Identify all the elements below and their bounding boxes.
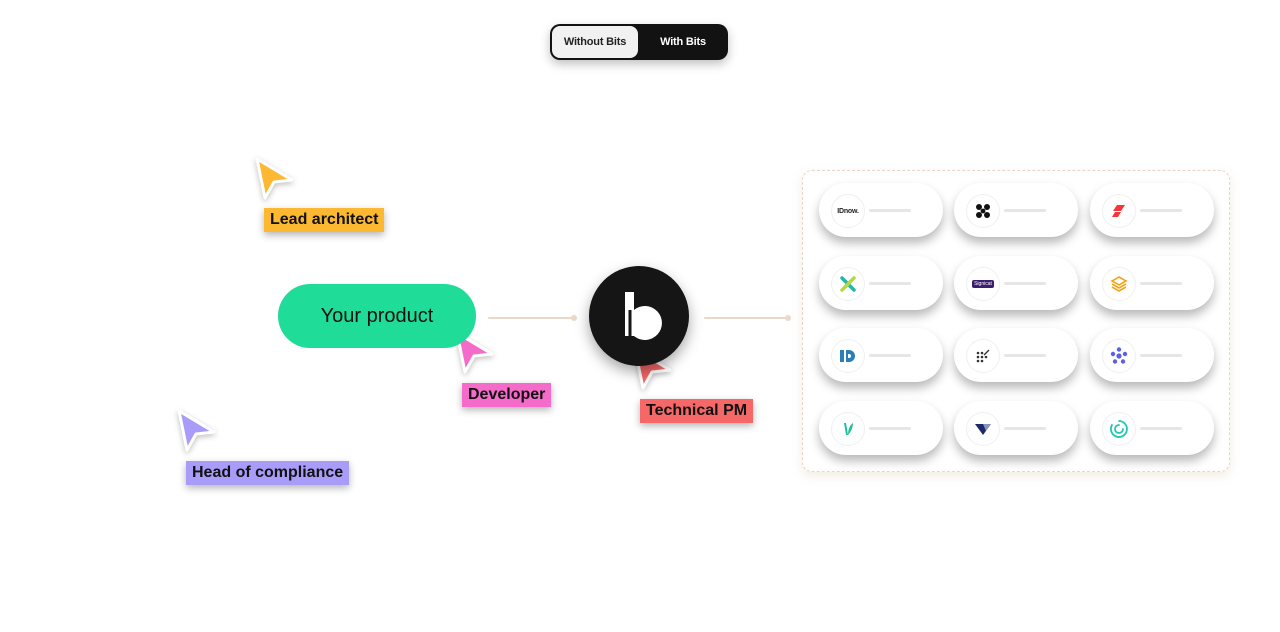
provider-tile[interactable]: [1090, 183, 1214, 237]
leaf-logo-icon: [831, 412, 865, 446]
placeholder-line: [869, 209, 911, 212]
bits-logo-icon: [625, 292, 662, 340]
provider-tile[interactable]: [819, 328, 943, 382]
placeholder-line: [869, 354, 911, 357]
head-of-compliance-cursor-icon: [174, 408, 216, 452]
bits-toggle[interactable]: Without Bits With Bits: [550, 24, 728, 60]
provider-tile[interactable]: IDnow.: [819, 183, 943, 237]
triangle-logo-icon: [966, 412, 1000, 446]
provider-tile[interactable]: [954, 183, 1078, 237]
placeholder-line: [1004, 354, 1046, 357]
idnow-logo-icon: IDnow.: [831, 194, 865, 228]
provider-tile[interactable]: [1090, 328, 1214, 382]
lead-architect-cursor-icon: [252, 156, 294, 200]
toggle-option-without-bits[interactable]: Without Bits: [552, 26, 638, 58]
placeholder-line: [1140, 282, 1182, 285]
providers-grid: IDnow. Signicat: [802, 170, 1230, 472]
provider-tile[interactable]: [954, 328, 1078, 382]
placeholder-line: [869, 427, 911, 430]
connector-product-to-bits: [488, 315, 577, 321]
developer-label: Developer: [462, 383, 552, 407]
layers-logo-icon: [1102, 267, 1136, 301]
provider-tile[interactable]: Signicat: [954, 256, 1078, 310]
lead-architect-label: Lead architect: [264, 208, 385, 232]
connector-bits-to-providers: [704, 315, 791, 321]
placeholder-line: [869, 282, 911, 285]
ring-dots-logo-icon: [1102, 339, 1136, 373]
red-slash-logo-icon: [1102, 194, 1136, 228]
provider-tile[interactable]: [1090, 401, 1214, 455]
your-product-pill[interactable]: Your product: [278, 284, 476, 348]
provider-tile[interactable]: [819, 256, 943, 310]
technical-pm-label: Technical PM: [640, 399, 754, 423]
placeholder-line: [1140, 354, 1182, 357]
x-logo-icon: [831, 267, 865, 301]
spiral-logo-icon: [1102, 412, 1136, 446]
provider-tile[interactable]: [954, 401, 1078, 455]
placeholder-line: [1004, 427, 1046, 430]
developer-cursor-icon: [452, 330, 494, 374]
id-logo-icon: [831, 339, 865, 373]
placeholder-line: [1140, 209, 1182, 212]
head-of-compliance-label: Head of compliance: [186, 461, 350, 485]
toggle-option-with-bits[interactable]: With Bits: [660, 36, 706, 48]
signicat-logo-icon: Signicat: [966, 267, 1000, 301]
dot-grid-logo-icon: [966, 339, 1000, 373]
bits-hub: [589, 266, 689, 366]
placeholder-line: [1004, 282, 1046, 285]
placeholder-line: [1140, 427, 1182, 430]
provider-tile[interactable]: [1090, 256, 1214, 310]
provider-tile[interactable]: [819, 401, 943, 455]
onfido-grid-logo-icon: [966, 194, 1000, 228]
placeholder-line: [1004, 209, 1046, 212]
